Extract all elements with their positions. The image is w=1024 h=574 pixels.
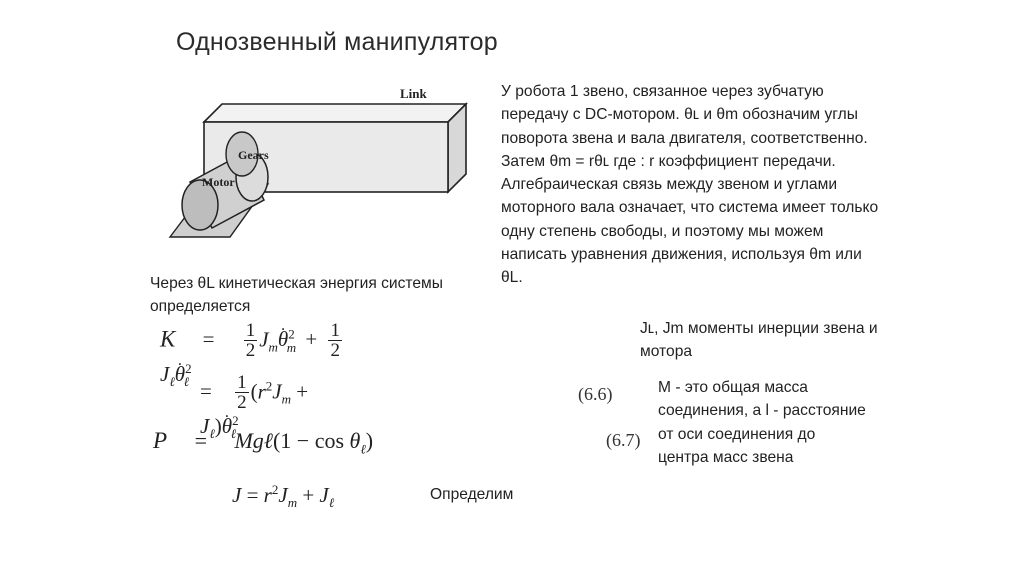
kinetic-energy-equation: K = 12Jmθ2m + 12Jℓθ2ℓ xyxy=(160,321,373,390)
kinetic-energy-intro: Через θL кинетическая энергия системы оп… xyxy=(150,275,443,316)
define-label: Определим xyxy=(430,486,514,503)
potential-lhs: P xyxy=(153,428,168,453)
equation-number-6-6: (6.6) xyxy=(578,384,613,404)
kinetic-energy-equation-line2: = 12(r2Jm + Jℓ)θ2ℓ xyxy=(200,373,349,442)
inertia-note: Jʟ, Jm моменты инерции звена и мотора xyxy=(640,320,878,361)
link-label: Link xyxy=(400,86,428,101)
slide-title: Однозвенный манипулятор xyxy=(176,28,498,56)
inertia-equation: J = r2Jm + Jℓ xyxy=(232,482,335,511)
equation-number-6-7: (6.7) xyxy=(606,430,641,450)
inertia-lhs: J xyxy=(232,483,242,507)
kinetic-lhs: K xyxy=(160,326,176,352)
gears-cylinder xyxy=(225,131,259,177)
manipulator-figure: Link Gears Motor xyxy=(168,86,468,238)
mass-note: M - это общая масса соединения, а l - ра… xyxy=(658,379,866,466)
potential-energy-equation: P = Mgℓ(1 − cos θℓ) xyxy=(153,428,374,457)
motor-label: Motor xyxy=(202,175,235,189)
gears-label: Gears xyxy=(238,148,269,162)
description-paragraph: У робота 1 звено, связанное через зубчат… xyxy=(501,83,879,287)
